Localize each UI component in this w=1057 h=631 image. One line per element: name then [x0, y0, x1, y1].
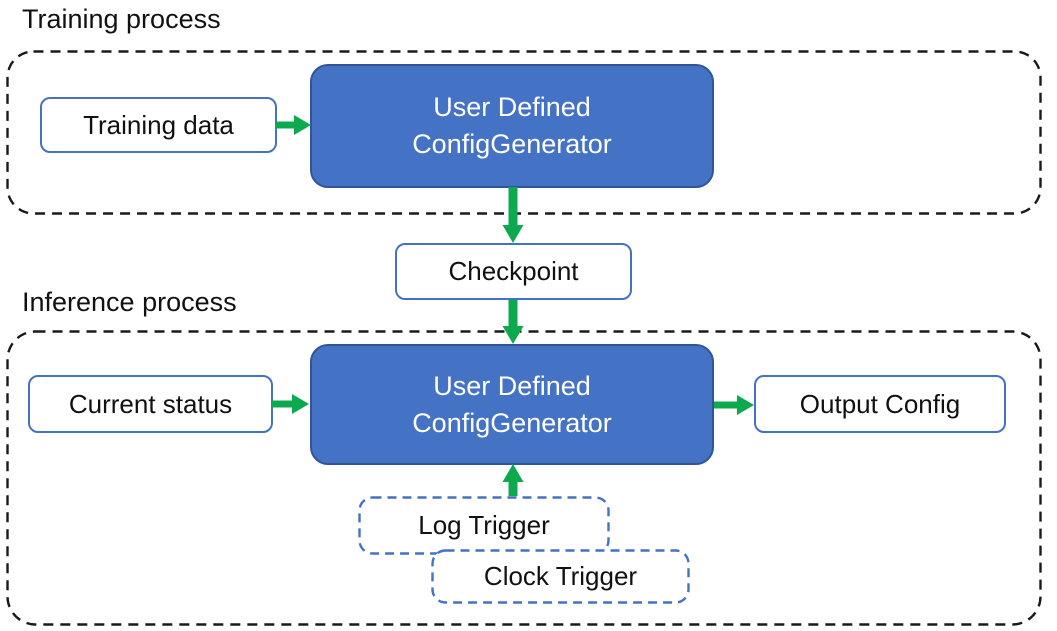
training-config-generator-box: User Defined ConfigGenerator	[310, 64, 714, 188]
training-config-generator-line1: User Defined	[433, 92, 591, 122]
training-process-title: Training process	[22, 4, 221, 34]
inference-process-container	[6, 330, 1042, 626]
training-config-generator-line2: ConfigGenerator	[412, 129, 612, 159]
training-process-container	[6, 50, 1042, 215]
inference-config-generator-line1: User Defined	[433, 370, 591, 401]
inference-config-generator-box: User Defined ConfigGenerator	[310, 344, 714, 465]
clock-trigger-label: Clock Trigger	[483, 561, 638, 591]
training-data-box: Training data	[40, 97, 277, 153]
inference-config-generator-line2: ConfigGenerator	[412, 407, 612, 438]
arrow-training-data-to-generator	[275, 115, 311, 135]
arrow-generator-to-checkpoint	[502, 187, 524, 243]
arrow-generator-to-output-config	[714, 395, 754, 415]
log-trigger-box: Log Trigger	[358, 496, 610, 555]
arrow-current-status-to-generator	[272, 394, 309, 414]
arrow-checkpoint-to-inference-generator	[502, 300, 524, 344]
checkpoint-box: Checkpoint	[395, 243, 632, 300]
clock-trigger-box: Clock Trigger	[431, 549, 690, 604]
log-trigger-label: Log Trigger	[418, 510, 550, 540]
current-status-box: Current status	[28, 375, 273, 433]
arrow-triggers-to-generator	[502, 464, 524, 496]
inference-process-title: Inference process	[22, 287, 237, 317]
output-config-box: Output Config	[754, 375, 1006, 433]
